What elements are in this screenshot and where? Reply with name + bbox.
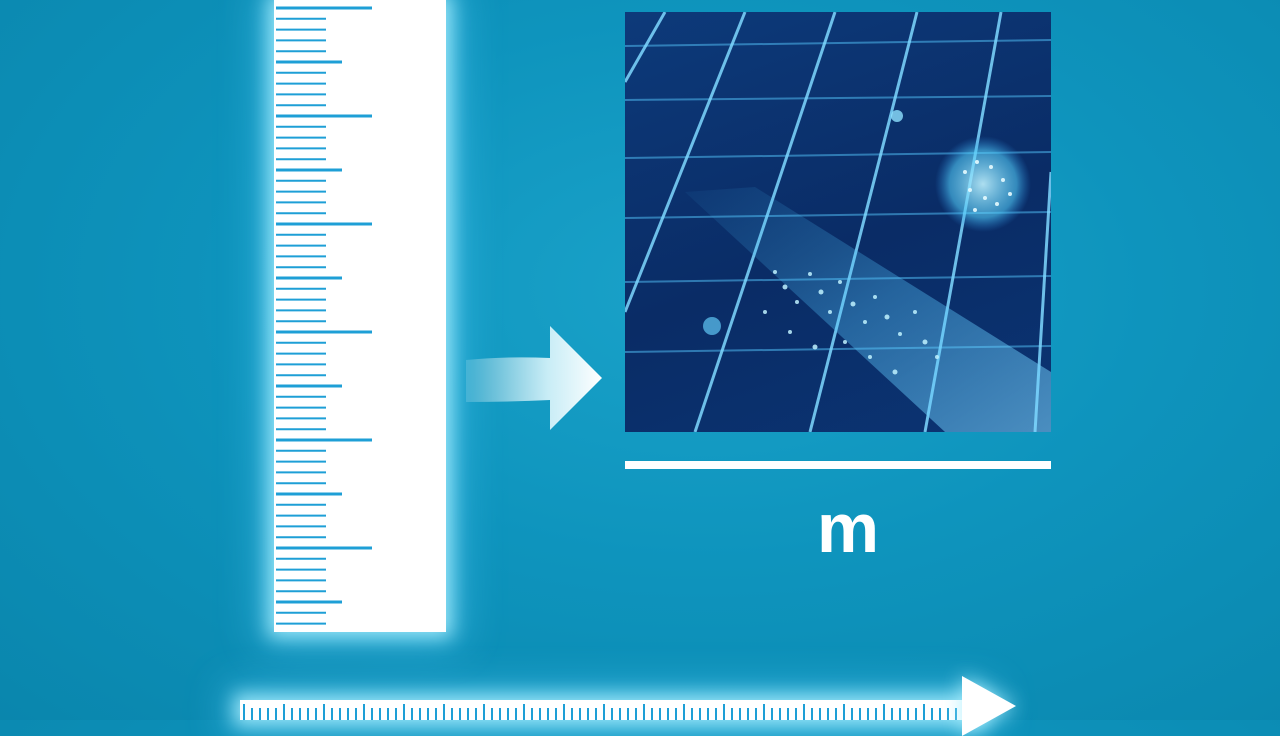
- vertical-ruler-ticks: [276, 6, 372, 625]
- vertical-ruler-icon: [274, 0, 446, 632]
- horizontal-ruler-ticks: [243, 704, 973, 720]
- horizontal-ruler-icon: [240, 700, 980, 720]
- arrow-right-icon: [962, 676, 1016, 736]
- microscope-view-icon: [625, 12, 1051, 432]
- micro-grid: [625, 12, 1051, 432]
- arrow-right-icon: [466, 326, 602, 430]
- unit-label: m: [816, 489, 880, 567]
- scale-bar: [625, 461, 1051, 469]
